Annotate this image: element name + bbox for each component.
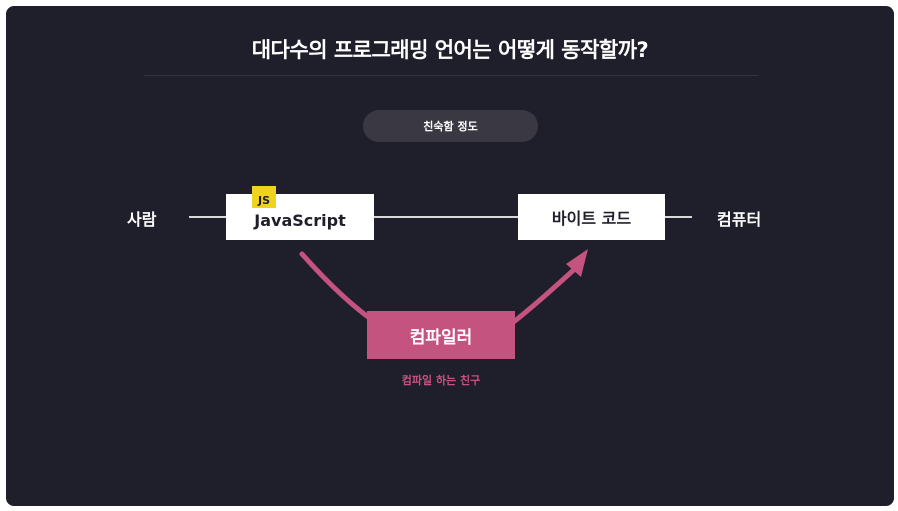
bytecode-box: 바이트 코드 (518, 194, 665, 240)
js-badge-icon: JS (252, 186, 276, 208)
diagram-card: 대다수의 프로그래밍 언어는 어떻게 동작할까? 친숙함 정도 사람 컴퓨터 J… (6, 6, 894, 506)
familiarity-pill: 친숙함 정도 (363, 110, 538, 142)
compiler-caption: 컴파일 하는 친구 (401, 374, 481, 387)
computer-label: 컴퓨터 (717, 210, 762, 229)
javascript-label: JavaScript (254, 210, 346, 230)
arrow-out-segment (508, 263, 581, 327)
compiler-flow-arrow (299, 249, 588, 327)
arrow-head-icon (566, 249, 588, 277)
title-divider (144, 75, 758, 76)
wire-js-to-bytecode (374, 216, 518, 218)
bytecode-label: 바이트 코드 (551, 209, 632, 228)
javascript-box: JavaScript (226, 194, 374, 240)
human-label: 사람 (127, 210, 157, 229)
diagram-title: 대다수의 프로그래밍 언어는 어떻게 동작할까? (251, 38, 649, 62)
wire-bytecode-to-computer (665, 216, 692, 218)
compiler-box: 컴파일러 (367, 311, 515, 359)
wire-human-to-js (189, 216, 226, 218)
